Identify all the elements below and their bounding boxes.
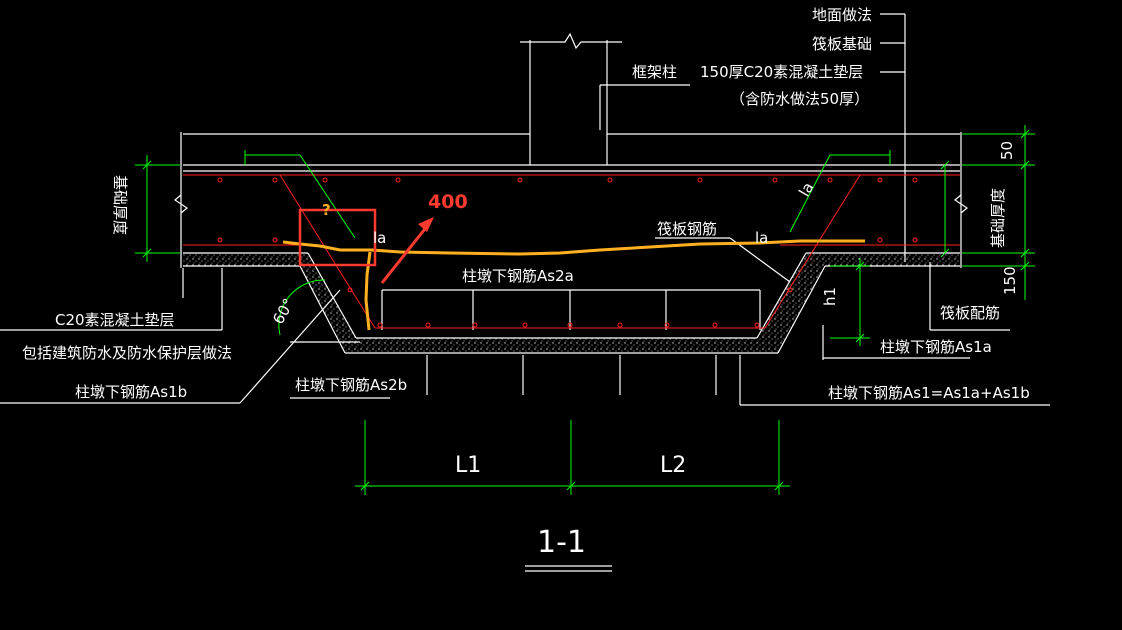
label-pier-rebar-as2b: 柱墩下钢筋As2b [295, 376, 407, 394]
rebar-dots [217, 177, 918, 328]
dimension-lines [135, 125, 1035, 495]
dim-L1: L1 [455, 453, 481, 478]
dim-bottom-150: 150 [1001, 266, 1019, 295]
red-arrow-head [418, 217, 434, 232]
label-cushion-note: （含防水做法50厚） [730, 90, 869, 108]
label-cushion-layer: 150厚C20素混凝土垫层 [700, 63, 863, 81]
label-frame-column: 框架柱 [632, 63, 677, 81]
label-thickness-left: 基础厚度 [111, 175, 129, 235]
label-pier-rebar-as2a: 柱墩下钢筋As2a [462, 267, 574, 285]
annotation-question: ? [322, 201, 331, 219]
label-pier-rebar-as1a: 柱墩下钢筋As1a [880, 338, 992, 356]
label-c20-cushion: C20素混凝土垫层 [55, 311, 175, 329]
label-thickness-right: 基础厚度 [989, 188, 1007, 248]
label-raft-rebar: 筏板钢筋 [657, 220, 717, 238]
cushion-hatch [183, 253, 960, 353]
text-labels: 地面做法 筏板基础 框架柱 150厚C20素混凝土垫层 （含防水做法50厚） 筏… [22, 6, 1030, 560]
label-la-left: la [373, 229, 386, 247]
label-floor-finish: 地面做法 [812, 6, 872, 24]
label-pier-rebar-as1b: 柱墩下钢筋As1b [75, 383, 187, 401]
dim-L2: L2 [660, 453, 686, 478]
markup-annotations: 400 ? [282, 191, 865, 331]
label-la-right: la [795, 179, 817, 200]
structure-outline [0, 13, 1050, 572]
label-waterproof-note: 包括建筑防水及防水保护层做法 [22, 344, 232, 362]
label-h1: h1 [821, 287, 839, 306]
annotation-400: 400 [428, 191, 468, 213]
dim-top-50: 50 [998, 141, 1016, 160]
red-arrow-shaft [380, 224, 430, 284]
yellow-markup-stroke [282, 239, 865, 256]
label-pier-rebar-as1: 柱墩下钢筋As1=As1a+As1b [828, 384, 1030, 402]
label-angle: 60° [269, 295, 298, 327]
drawing-title: 1-1 [537, 525, 586, 560]
label-la-mid: la [755, 229, 768, 247]
label-raft-distribution: 筏板配筋 [940, 304, 1000, 322]
red-highlight-box [298, 208, 377, 267]
rebar-lines [183, 174, 960, 329]
label-raft-foundation: 筏板基础 [812, 35, 872, 53]
